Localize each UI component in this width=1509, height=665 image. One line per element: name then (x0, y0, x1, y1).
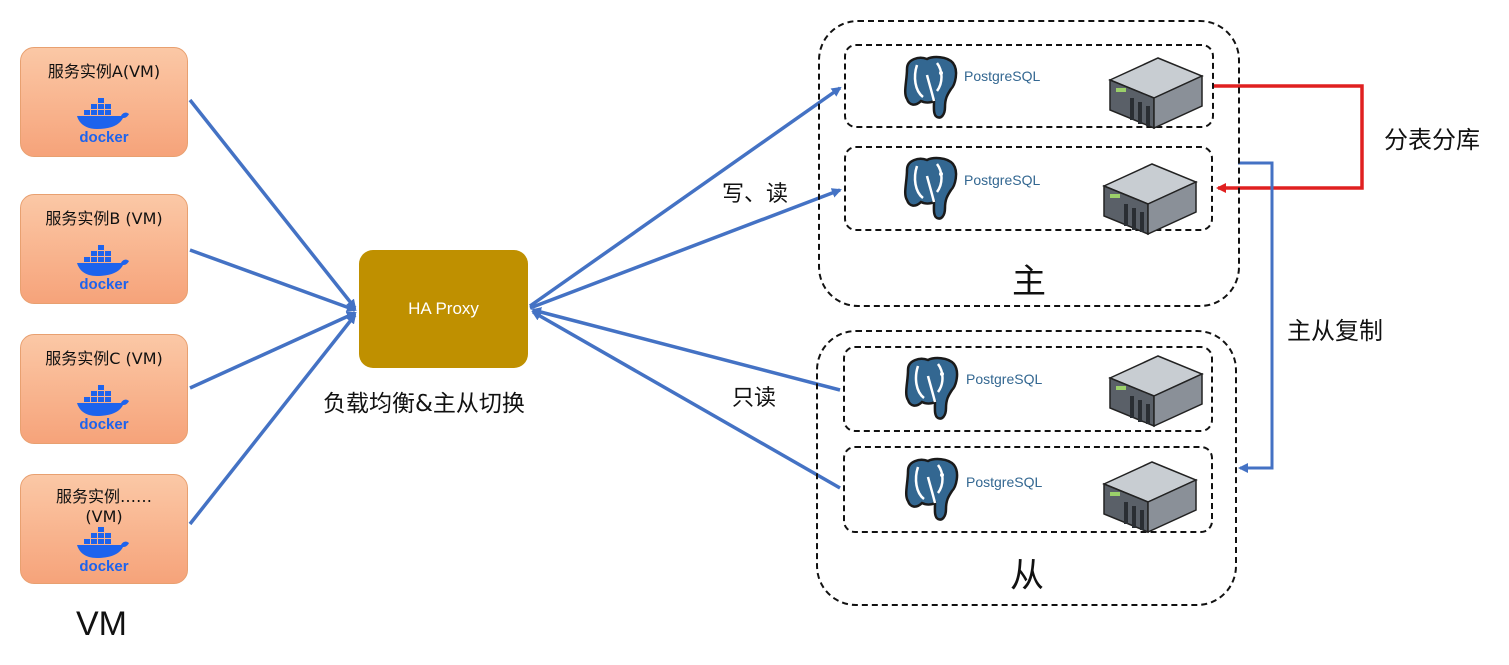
postgresql-elephant-icon (903, 156, 958, 220)
slave-db-2 (843, 446, 1213, 533)
proxy-caption: 负载均衡&主从切换 (323, 391, 525, 417)
docker-logo-text: docker (79, 276, 129, 293)
vm-box-d: 服务实例……(VM) docker (20, 474, 188, 584)
docker-logo: docker (69, 96, 139, 146)
arrow-slave-2-proxy (531, 310, 841, 490)
docker-logo: docker (69, 243, 139, 293)
master-db-1 (844, 44, 1214, 128)
server-icon (1102, 461, 1198, 534)
docker-whale-icon (77, 98, 129, 129)
arrow-vm-c-proxy (189, 311, 357, 390)
slave-group-label: 从 (1010, 556, 1044, 596)
docker-logo-text: docker (79, 416, 129, 433)
master-group (818, 20, 1240, 307)
server-icon (1108, 355, 1204, 428)
arrow-sharding (1214, 84, 1364, 193)
postgresql-label: PostgreSQL (966, 371, 1043, 387)
docker-whale-icon (77, 527, 129, 558)
postgresql-label: PostgreSQL (964, 68, 1041, 84)
arrow-slave-1-proxy (531, 307, 841, 392)
arrow-replication (1238, 161, 1274, 473)
docker-whale-icon (77, 385, 129, 416)
slave-group (816, 330, 1237, 606)
vm-box-b: 服务实例B (VM) docker (20, 194, 188, 304)
ha-proxy-label: HA Proxy (408, 299, 479, 318)
docker-logo-text: docker (79, 558, 129, 575)
vm-box-a: 服务实例A(VM) docker (20, 47, 188, 157)
arrow-vm-a-proxy (188, 98, 357, 310)
arrow-proxy-master-2 (529, 188, 842, 310)
slave-db-1 (843, 346, 1213, 432)
docker-logo-text: docker (79, 129, 129, 146)
docker-logo: docker (69, 383, 139, 433)
server-icon (1108, 57, 1204, 130)
vm-caption: VM (76, 605, 127, 643)
docker-whale-icon (77, 245, 129, 276)
write-read-label: 写、读 (722, 182, 789, 207)
vm-label: 服务实例A(VM) (47, 62, 161, 81)
vm-box-c: 服务实例C (VM) docker (20, 334, 188, 444)
postgresql-elephant-icon (904, 356, 959, 420)
master-group-label: 主 (1012, 262, 1046, 302)
vm-label: 服务实例B (VM) (45, 209, 163, 228)
postgresql-label: PostgreSQL (964, 172, 1041, 188)
arrow-vm-d-proxy (188, 313, 357, 526)
sharding-label: 分表分库 (1384, 126, 1480, 154)
vm-label: 服务实例……(VM) (55, 487, 152, 526)
postgresql-label: PostgreSQL (966, 474, 1043, 490)
replication-label: 主从复制 (1287, 317, 1383, 345)
server-icon (1102, 163, 1198, 236)
master-db-2 (844, 146, 1213, 231)
postgresql-elephant-icon (904, 457, 959, 521)
vm-label: 服务实例C (VM) (45, 349, 163, 368)
ha-proxy-node: HA Proxy (359, 250, 528, 368)
docker-logo: docker (69, 525, 139, 575)
postgresql-elephant-icon (903, 55, 958, 119)
arrow-vm-b-proxy (189, 248, 357, 312)
read-only-label: 只读 (732, 386, 777, 411)
arrow-proxy-master-1 (528, 86, 842, 308)
